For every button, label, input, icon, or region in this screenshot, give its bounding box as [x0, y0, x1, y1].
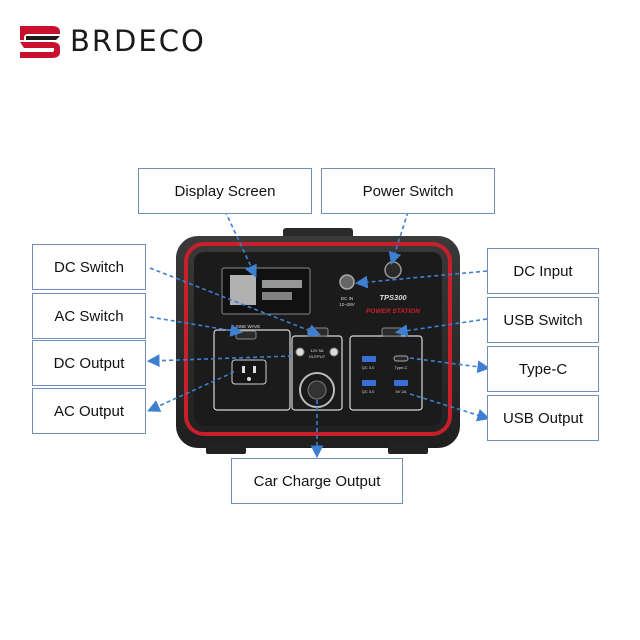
qc-top-text: QC 3.0: [362, 365, 375, 370]
model-text: TPS300: [379, 293, 407, 302]
brand-logo: BRDECO: [16, 18, 206, 62]
arrow-dc-output: [146, 354, 293, 368]
sine-wave-text: SINE WAVE: [236, 324, 261, 329]
label-car-charge-output: Car Charge Output: [231, 458, 403, 504]
usb-port-1: [362, 356, 376, 362]
dc-output-port-left: [295, 347, 305, 357]
label-display-screen: Display Screen: [138, 168, 312, 214]
arrow-display-screen: [224, 210, 257, 278]
dc-in-range: 12~28V: [339, 302, 355, 307]
label-dc-input: DC Input: [487, 248, 599, 294]
label-ac-output: AC Output: [32, 388, 146, 434]
foot-right: [388, 444, 428, 454]
arrow-power-switch: [388, 211, 409, 266]
label-type-c: Type-C: [487, 346, 599, 392]
arrow-dc-input: [354, 270, 488, 289]
foot-left: [206, 444, 246, 454]
dc-input-jack: [339, 274, 355, 290]
power-station-text: POWER STATION: [366, 308, 420, 315]
typec-text: Type-C: [395, 365, 408, 370]
arrow-ac-switch: [149, 316, 244, 337]
arrow-ac-output: [147, 371, 235, 412]
dc-output-port-right: [329, 347, 339, 357]
dc-switch-button: [307, 327, 329, 337]
ac-outlet: [231, 359, 267, 385]
qc-bottom-text: QC 3.0: [362, 389, 375, 394]
ac-switch-button: [235, 330, 257, 340]
usb-port-3: [394, 380, 408, 386]
label-ac-switch: AC Switch: [32, 293, 146, 339]
brand-logo-icon: [20, 26, 60, 58]
ac-panel: [213, 329, 291, 411]
label-dc-switch: DC Switch: [32, 244, 146, 290]
dc-output-text: OUTPUT: [309, 354, 326, 359]
power-button: [384, 261, 402, 279]
label-dc-output: DC Output: [32, 340, 146, 386]
usb-5v-text: 5V 2A: [396, 389, 407, 394]
typec-port: [393, 355, 409, 362]
usb-port-2: [362, 380, 376, 386]
brand-name: BRDECO: [70, 24, 206, 58]
dc-in-text: DC IN: [341, 296, 353, 301]
dc-rating-text: 12V 5A: [310, 348, 323, 353]
label-usb-output: USB Output: [487, 395, 599, 441]
usb-switch-button: [381, 327, 403, 337]
label-power-switch: Power Switch: [321, 168, 495, 214]
arrow-usb-switch: [394, 318, 488, 337]
red-trim: [184, 242, 452, 436]
arrow-type-c: [409, 357, 491, 374]
label-usb-switch: USB Switch: [487, 297, 599, 343]
arrow-dc-switch: [149, 267, 321, 337]
